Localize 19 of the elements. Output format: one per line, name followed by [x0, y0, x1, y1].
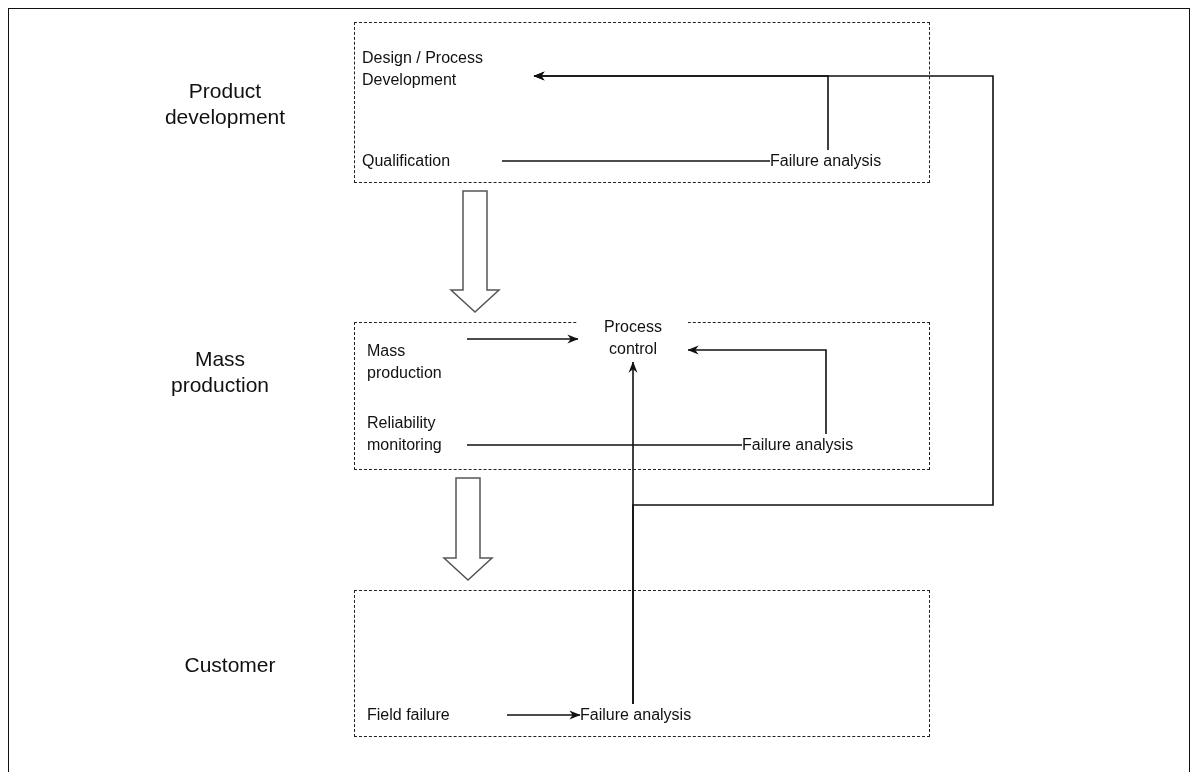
arrow — [466, 334, 579, 344]
stage-label: Customer — [183, 652, 277, 678]
hollow-block-arrow — [449, 190, 501, 313]
step-label: Failure analysis — [580, 704, 745, 726]
hollow-block-arrow — [442, 477, 494, 581]
step-label: Design / Process Development — [362, 47, 534, 93]
step-label: Failure analysis — [770, 150, 915, 172]
arrow — [687, 345, 827, 435]
stage-label: Mass production — [169, 346, 271, 398]
step-label: Qualification — [362, 150, 502, 172]
stage-label: Product development — [163, 78, 287, 130]
arrow — [533, 71, 994, 705]
arrow — [506, 710, 581, 720]
connector-line — [501, 160, 771, 162]
step-label: Field failure — [367, 704, 507, 726]
step-label: Failure analysis — [742, 434, 904, 456]
connector-line — [466, 444, 743, 446]
step-label: Mass production — [367, 340, 467, 386]
step-label: Reliability monitoring — [367, 412, 467, 458]
